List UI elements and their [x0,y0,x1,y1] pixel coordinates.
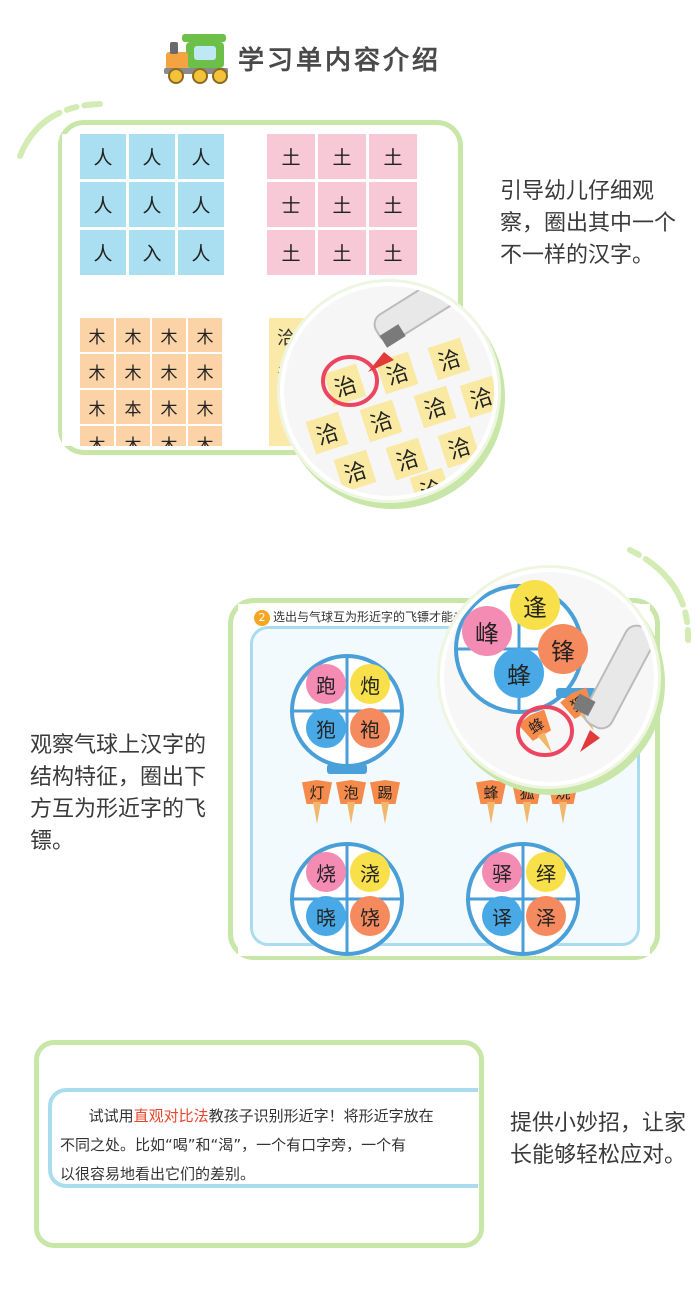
tip-card: 试试用直观对比法教孩子识别形近字！将形近字放在 不同之处。比如“喝”和“渴”，一… [48,1088,478,1188]
tip-line-3: 以很容易地看出它们的差别。 [60,1165,256,1183]
balloon: 泽 [526,896,566,936]
balloon: 绎 [526,852,566,892]
grid-cell: 人 [178,230,224,275]
grid-cell: 入 [129,230,175,275]
section2-description: 观察气球上汉字的结构特征，圈出下方互为形近字的飞镖。 [30,733,207,854]
balloon: 袍 [350,708,390,748]
zoom-magnifier-2: 峰 逢 蜂 锋 蜂 狐 [440,568,658,786]
grid-cell: 土 [369,134,417,179]
grid-cell: 木 [152,354,186,388]
zoom-char: 洽 [459,457,494,496]
grid-cell: 土 [267,134,315,179]
grid-cell: 土 [318,134,366,179]
dart-head: 蜂 [476,780,506,804]
zoom-char: 洽 [459,375,494,419]
tip-line-2: 不同之处。比如“喝”和“渴”，一个有口字旁，一个有 [60,1136,407,1154]
wheel-stand [327,764,367,774]
balloon: 蜂 [494,648,544,698]
train-icon [164,34,228,84]
red-circle-mark [321,355,379,407]
grid-cell: 木 [80,354,114,388]
grid-cell: 木 [80,426,114,446]
red-circle-mark [516,705,574,757]
page-title: 学习单内容介绍 [238,46,442,76]
grid-cell: 土 [318,182,366,227]
balloon-wheel [290,842,404,956]
marker-pen-icon [368,286,485,372]
dart: 泡 [336,780,366,824]
grid-cell: 土 [369,230,417,275]
grid-blue: 人 人 人 人 人 人 人 入 人 [80,134,224,275]
zoom-magnifier-1: 治 洽 洽 洽 洽 洽 洽 洽 洽 洽 洽 洽 [280,282,498,500]
grid-cell: 木 [116,426,150,446]
grid-cell: 木 [188,354,222,388]
balloon: 浇 [350,852,390,892]
dart: 蜂 [476,780,506,824]
grid-cell: 木 [152,390,186,424]
grid-cell: 木 [80,390,114,424]
grid-cell: 木 [116,354,150,388]
grid-cell: 人 [80,182,126,227]
section3-description: 提供小妙招，让家长能够轻松应对。 [510,1111,687,1168]
decorative-stroke-topleft [17,101,103,159]
grid-cell: 土 [267,230,315,275]
grid-cell: 土 [369,182,417,227]
zoom-char: 洽 [437,425,481,469]
grid-cell: 木 [116,318,150,352]
zoom-char: 洽 [305,411,349,455]
balloon: 逢 [510,580,560,630]
marker-pen-icon [574,624,654,752]
dart: 狐 [512,780,542,824]
dart-head: 灯 [302,780,332,804]
balloon: 狍 [306,708,346,748]
instruction-text: 选出与气球互为形近字的飞镖才能击破气球 [273,610,502,624]
grid-cell: 本 [116,390,150,424]
balloon: 跑 [306,664,346,704]
tip-text-part: 试试用 [88,1107,134,1125]
grid-cell: 木 [188,426,222,446]
section1-description: 引导幼儿仔细观察，圈出其中一个不一样的汉字。 [500,179,677,268]
grid-cell: 人 [80,230,126,275]
grid-pink: 土 土 土 士 土 土 土 土 土 [267,134,417,275]
method-highlight: 直观对比法 [133,1107,209,1125]
grid-cell: 木 [152,426,186,446]
grid-cell: 木 [80,318,114,352]
zoom-char: 洽 [413,385,457,429]
balloon: 炮 [350,664,390,704]
balloon: 晓 [306,896,346,936]
zoom-char: 洽 [333,449,377,493]
balloon: 驿 [482,852,522,892]
dart-head: 踢 [370,780,400,804]
grid-cell: 木 [152,318,186,352]
grid-cell: 土 [318,230,366,275]
grid-cell: 人 [80,134,126,179]
grid-cell: 木 [188,390,222,424]
question-number: 2 [254,610,270,626]
balloon: 峰 [462,606,512,656]
balloon: 译 [482,896,522,936]
page-header: 学习单内容介绍 [160,28,500,88]
balloon-wheel [290,654,404,768]
dart: 烧 [548,780,578,824]
grid-cell: 人 [178,182,224,227]
grid-cell: 木 [188,318,222,352]
balloon: 锋 [538,624,588,674]
tip-text-part: 教孩子识别形近字！将形近字放在 [208,1107,434,1125]
tip-text: 试试用直观对比法教孩子识别形近字！将形近字放在 不同之处。比如“喝”和“渴”，一… [60,1102,478,1184]
tip-line-1: 试试用直观对比法教孩子识别形近字！将形近字放在 [60,1102,478,1131]
balloon-wheel [466,842,580,956]
grid-cell: 人 [178,134,224,179]
dart: 踢 [370,780,400,824]
balloon: 饶 [350,896,390,936]
decorative-stroke-right [627,547,692,643]
dart: 灯 [302,780,332,824]
grid-cell: 人 [129,134,175,179]
grid-cell: 士 [267,182,315,227]
balloon: 烧 [306,852,346,892]
grid-cell: 人 [129,182,175,227]
grid-orange: 木 木 木 木 木 木 木 木 木 本 木 木 木 木 木 木 [80,318,222,446]
dart-head: 泡 [336,780,366,804]
section3-frame [34,1040,484,1248]
